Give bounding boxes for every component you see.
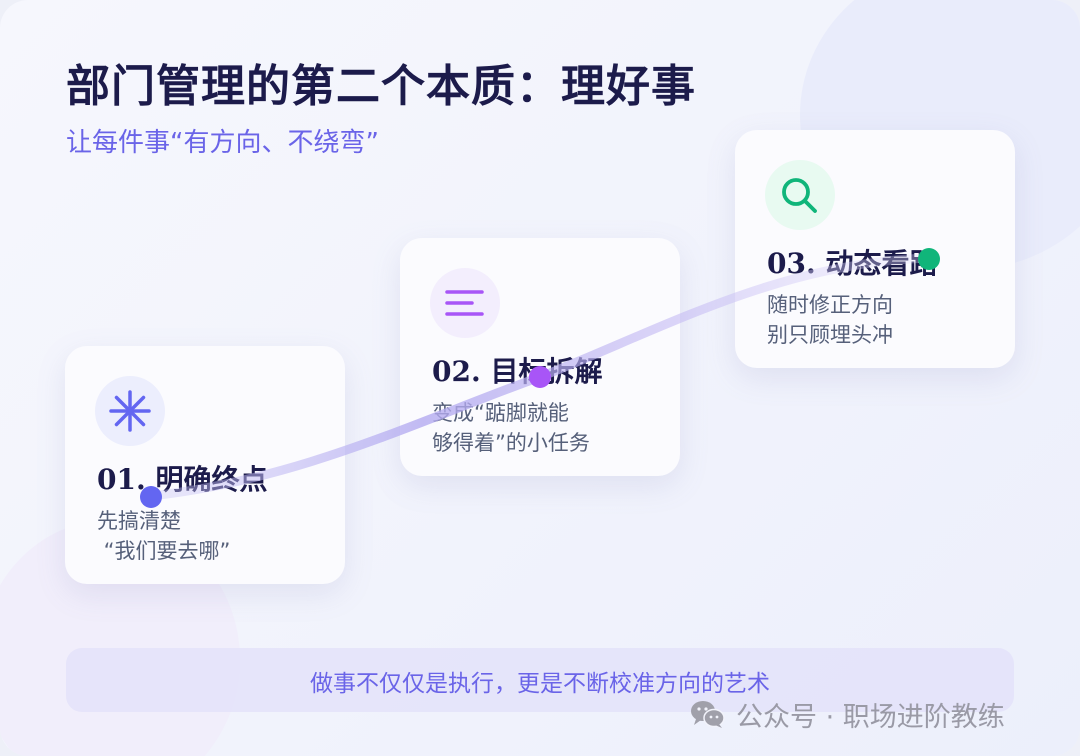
footer-banner: 做事不仅仅是执行，更是不断校准方向的艺术 [66, 648, 1014, 712]
asterisk-icon [109, 390, 151, 432]
watermark-text: 公众号 · 职场进阶教练 [736, 701, 1005, 733]
step-card-3: 03. 动态看路 随时修正方向 别只顾埋头冲 [735, 130, 1015, 368]
step-description: 变成“踮脚就能 够得着”的小任务 [432, 401, 590, 455]
icon-badge [430, 268, 500, 338]
milestone-dot-2 [529, 366, 551, 388]
step-card-2: 02. 目标拆解 变成“踮脚就能 够得着”的小任务 [400, 238, 680, 476]
page-subtitle: 让每件事“有方向、不绕弯” [66, 128, 379, 158]
footer-text: 做事不仅仅是执行，更是不断校准方向的艺术 [310, 671, 770, 697]
milestone-dot-1 [140, 486, 162, 508]
lines-icon [445, 290, 484, 316]
step-description: 随时修正方向 别只顾埋头冲 [767, 293, 893, 347]
milestone-dot-3 [918, 248, 940, 270]
icon-badge [95, 376, 165, 446]
watermark: 公众号 · 职场进阶教练 [690, 694, 1005, 734]
wechat-icon [691, 701, 725, 728]
step-description: 先搞清楚 “我们要去哪” [97, 509, 231, 563]
page-title: 部门管理的第二个本质：理好事 [66, 61, 696, 112]
search-icon [782, 178, 817, 213]
icon-badge [765, 160, 835, 230]
